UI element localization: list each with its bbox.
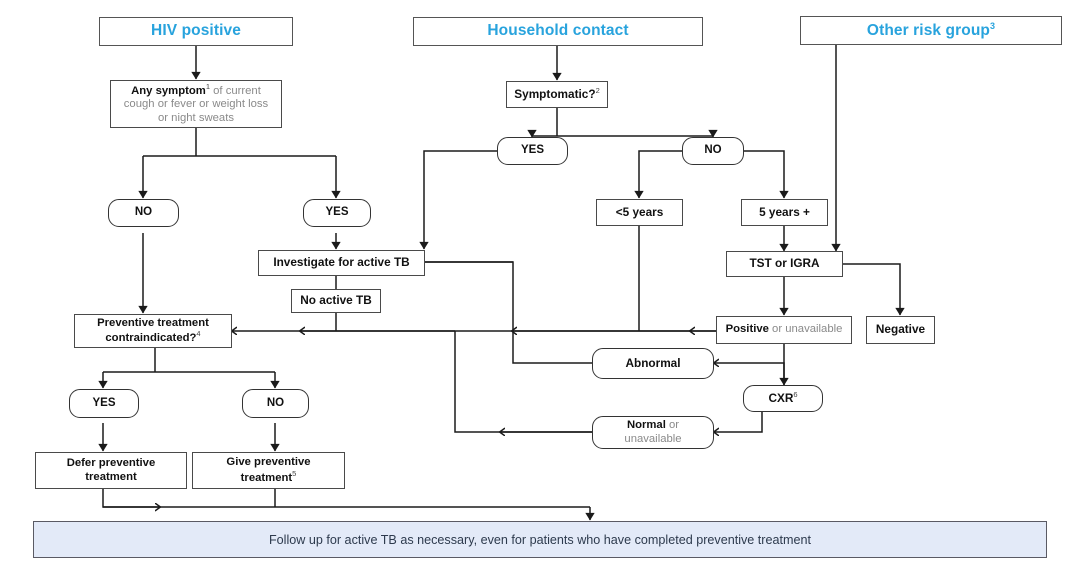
node-investigate-active-tb-label: Investigate for active TB xyxy=(273,255,410,270)
node-household-no-label: NO xyxy=(704,144,722,157)
node-over-5-years-label: 5 years + xyxy=(759,204,810,219)
node-normal-or-unavailable: Normal or unavailable xyxy=(592,416,714,449)
node-positive-or-unavailable-label: Positive or unavailable xyxy=(725,323,843,336)
node-defer-preventive-treatment-label: Defer preventive treatment xyxy=(66,457,156,483)
footnote-ref-1: 1 xyxy=(205,82,210,92)
node-household-no: NO xyxy=(682,137,744,165)
footnote-ref-6: 6 xyxy=(793,390,798,400)
node-under-5-years-label: <5 years xyxy=(615,204,664,219)
node-contraindicated-no-label: NO xyxy=(266,396,285,409)
node-household-yes-label: YES xyxy=(520,144,544,157)
node-contraindicated-no: NO xyxy=(242,389,309,418)
node-positive-or-unavailable: Positive or unavailable xyxy=(716,316,852,344)
node-cxr-label: CXR6 xyxy=(768,390,798,405)
node-hiv-no-label: NO xyxy=(134,206,153,219)
header-household-contact-label: Household contact xyxy=(487,22,629,40)
footnote-ref-2: 2 xyxy=(595,86,600,96)
header-other-risk-group-label: Other risk group3 xyxy=(866,20,996,39)
node-household-yes: YES xyxy=(497,137,568,165)
followup-banner-label: Follow up for active TB as necessary, ev… xyxy=(268,532,812,547)
node-give-preventive-treatment: Give preventive treatment5 xyxy=(192,452,345,489)
header-household-contact: Household contact xyxy=(413,17,703,46)
node-contraindicated-yes: YES xyxy=(69,389,139,418)
node-any-symptom: Any symptom1 of current cough or fever o… xyxy=(110,80,282,128)
node-hiv-yes-label: YES xyxy=(325,206,349,219)
node-negative-label: Negative xyxy=(875,322,926,337)
node-give-preventive-treatment-label: Give preventive treatment5 xyxy=(226,456,311,484)
node-tst-or-igra: TST or IGRA xyxy=(726,251,843,277)
followup-banner: Follow up for active TB as necessary, ev… xyxy=(33,521,1047,558)
node-cxr: CXR6 xyxy=(743,385,823,412)
header-hiv-positive: HIV positive xyxy=(99,17,293,46)
node-contraindicated-label: Preventive treatment contraindicated?4 xyxy=(97,316,209,344)
node-symptomatic-label: Symptomatic?2 xyxy=(514,86,600,101)
node-defer-preventive-treatment: Defer preventive treatment xyxy=(35,452,187,489)
node-contraindicated: Preventive treatment contraindicated?4 xyxy=(74,314,232,348)
node-contraindicated-yes-label: YES xyxy=(92,396,116,409)
header-other-risk-group: Other risk group3 xyxy=(800,16,1062,45)
node-abnormal-label: Abnormal xyxy=(625,355,681,370)
node-investigate-active-tb: Investigate for active TB xyxy=(258,250,425,276)
node-hiv-yes: YES xyxy=(303,199,371,227)
node-hiv-no: NO xyxy=(108,199,179,227)
node-normal-or-unavailable-label: Normal or unavailable xyxy=(624,419,682,445)
footnote-ref-3: 3 xyxy=(989,20,996,31)
node-no-active-tb-label: No active TB xyxy=(300,293,372,308)
node-any-symptom-label: Any symptom1 of current cough or fever o… xyxy=(123,82,269,124)
footnote-ref-5: 5 xyxy=(292,468,297,478)
footnote-ref-4: 4 xyxy=(196,329,201,339)
node-no-active-tb: No active TB xyxy=(291,289,381,313)
node-under-5-years: <5 years xyxy=(596,199,683,226)
node-tst-or-igra-label: TST or IGRA xyxy=(749,256,820,271)
header-hiv-positive-label: HIV positive xyxy=(151,22,241,40)
node-symptomatic: Symptomatic?2 xyxy=(506,81,608,108)
node-negative: Negative xyxy=(866,316,935,344)
node-abnormal: Abnormal xyxy=(592,348,714,379)
node-over-5-years: 5 years + xyxy=(741,199,828,226)
